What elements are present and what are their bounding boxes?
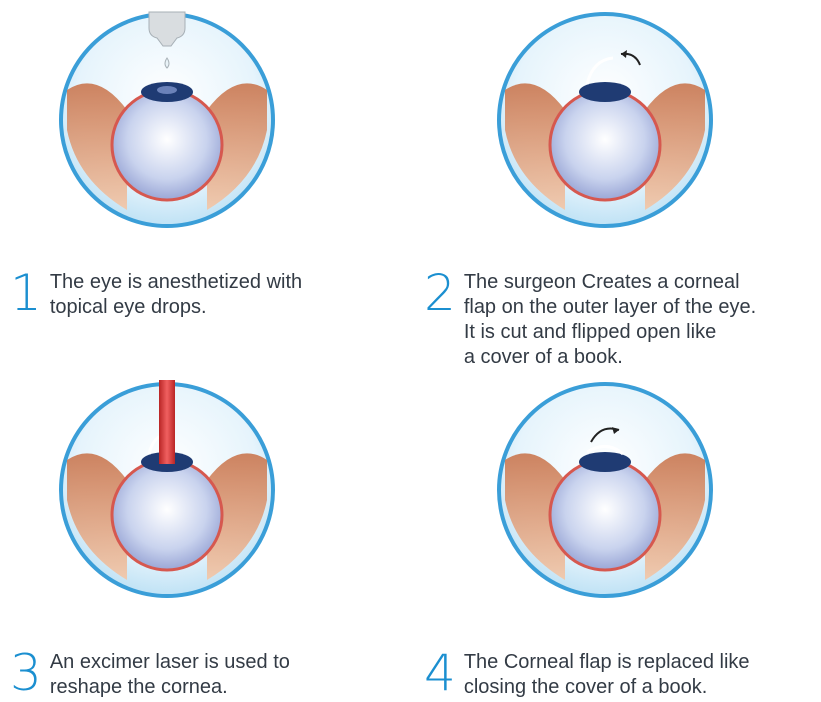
step-text: An excimer laser is used to reshape the … — [50, 650, 290, 700]
caption-1: 1 The eye is anesthetized with topical e… — [10, 270, 302, 320]
iris — [579, 452, 631, 472]
caption-4: 4 The Corneal flap is replaced like clos… — [424, 650, 750, 700]
eye-illustration-4 — [495, 380, 715, 600]
step-number: 3 — [10, 650, 42, 696]
text-line: closing the cover of a book. — [464, 675, 750, 700]
step-number: 1 — [10, 270, 42, 316]
eyeball — [550, 90, 660, 200]
eyeball — [550, 460, 660, 570]
step-number: 2 — [424, 270, 456, 316]
step-text: The Corneal flap is replaced like closin… — [464, 650, 750, 700]
text-line: a cover of a book. — [464, 345, 756, 370]
step-text: The surgeon Creates a corneal flap on th… — [464, 270, 756, 370]
eye-illustration-1 — [57, 10, 277, 230]
text-line: reshape the cornea. — [50, 675, 290, 700]
caption-2: 2 The surgeon Creates a corneal flap on … — [424, 270, 756, 370]
text-line: The surgeon Creates a corneal — [464, 270, 756, 295]
text-line: topical eye drops. — [50, 295, 302, 320]
pupil-highlight — [157, 86, 177, 94]
text-line: It is cut and flipped open like — [464, 320, 756, 345]
text-line: An excimer laser is used to — [50, 650, 290, 675]
eyeball — [112, 460, 222, 570]
eye-illustration-3 — [57, 380, 277, 600]
eyeball — [112, 90, 222, 200]
caption-3: 3 An excimer laser is used to reshape th… — [10, 650, 290, 700]
text-line: flap on the outer layer of the eye. — [464, 295, 756, 320]
text-line: The Corneal flap is replaced like — [464, 650, 750, 675]
iris — [579, 82, 631, 102]
text-line: The eye is anesthetized with — [50, 270, 302, 295]
step-number: 4 — [424, 650, 456, 696]
eye-illustration-2 — [495, 10, 715, 230]
laser-beam-icon — [159, 380, 175, 464]
step-text: The eye is anesthetized with topical eye… — [50, 270, 302, 320]
